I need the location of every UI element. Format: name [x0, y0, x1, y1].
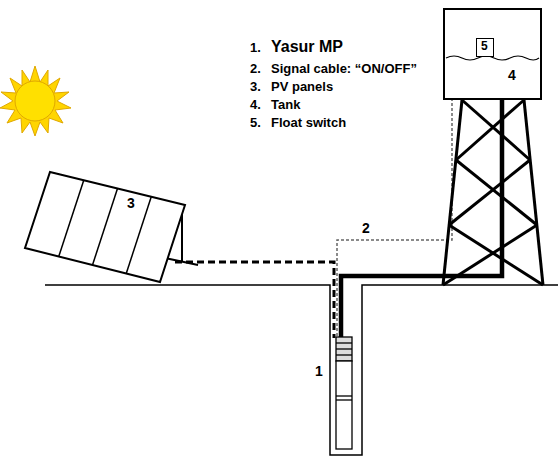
list-item: Tank [271, 98, 300, 112]
tower-leg [524, 100, 543, 285]
pump-band [336, 348, 352, 349]
pump-band [336, 342, 352, 343]
pump-head [336, 337, 352, 361]
list-item: PV panels [271, 80, 333, 94]
ground [45, 285, 558, 455]
list-number: 5. [250, 116, 261, 130]
list-number: 1. [250, 41, 261, 55]
tower-brace [456, 100, 524, 160]
pump-joint [336, 395, 352, 396]
callout-number: 3 [126, 196, 136, 211]
tower-brace [462, 100, 530, 160]
panel-divider [59, 180, 84, 256]
callout-number: 1 [314, 364, 324, 379]
sun [0, 66, 71, 136]
power-cable [175, 262, 334, 338]
tank: 45 [443, 8, 542, 100]
tank-tower [443, 100, 543, 285]
pv-panel: 3 [18, 160, 198, 292]
pump [336, 337, 352, 449]
list-number: 2. [250, 62, 261, 76]
float-switch: 5 [476, 38, 494, 57]
pump-band [336, 354, 352, 355]
tower-brace [443, 225, 537, 285]
panel-divider [93, 189, 118, 266]
tower-brace [449, 160, 530, 225]
list-item: Signal cable: “ON/OFF” [271, 62, 417, 76]
pump-joint [336, 399, 352, 400]
list-number: 3. [250, 80, 261, 94]
sun-rays [0, 66, 71, 136]
pump-body [336, 361, 352, 449]
pump-name: Yasur MP [271, 38, 343, 56]
panel-frame [25, 172, 185, 282]
callout-number: 2 [361, 221, 371, 236]
tower-leg [443, 100, 462, 285]
pv-panel-outline [18, 160, 198, 292]
sun-disc [15, 81, 55, 121]
callout-number: 4 [507, 68, 517, 83]
tower-brace [456, 160, 537, 225]
list-number: 4. [250, 98, 261, 112]
ground-well-outline [45, 285, 558, 455]
water-pipe [341, 100, 502, 337]
tower-brace [449, 225, 543, 285]
panel-divider [126, 197, 151, 274]
callout-number: 5 [481, 40, 489, 53]
list-item: Float switch [271, 116, 346, 130]
tank-outline [444, 9, 541, 99]
